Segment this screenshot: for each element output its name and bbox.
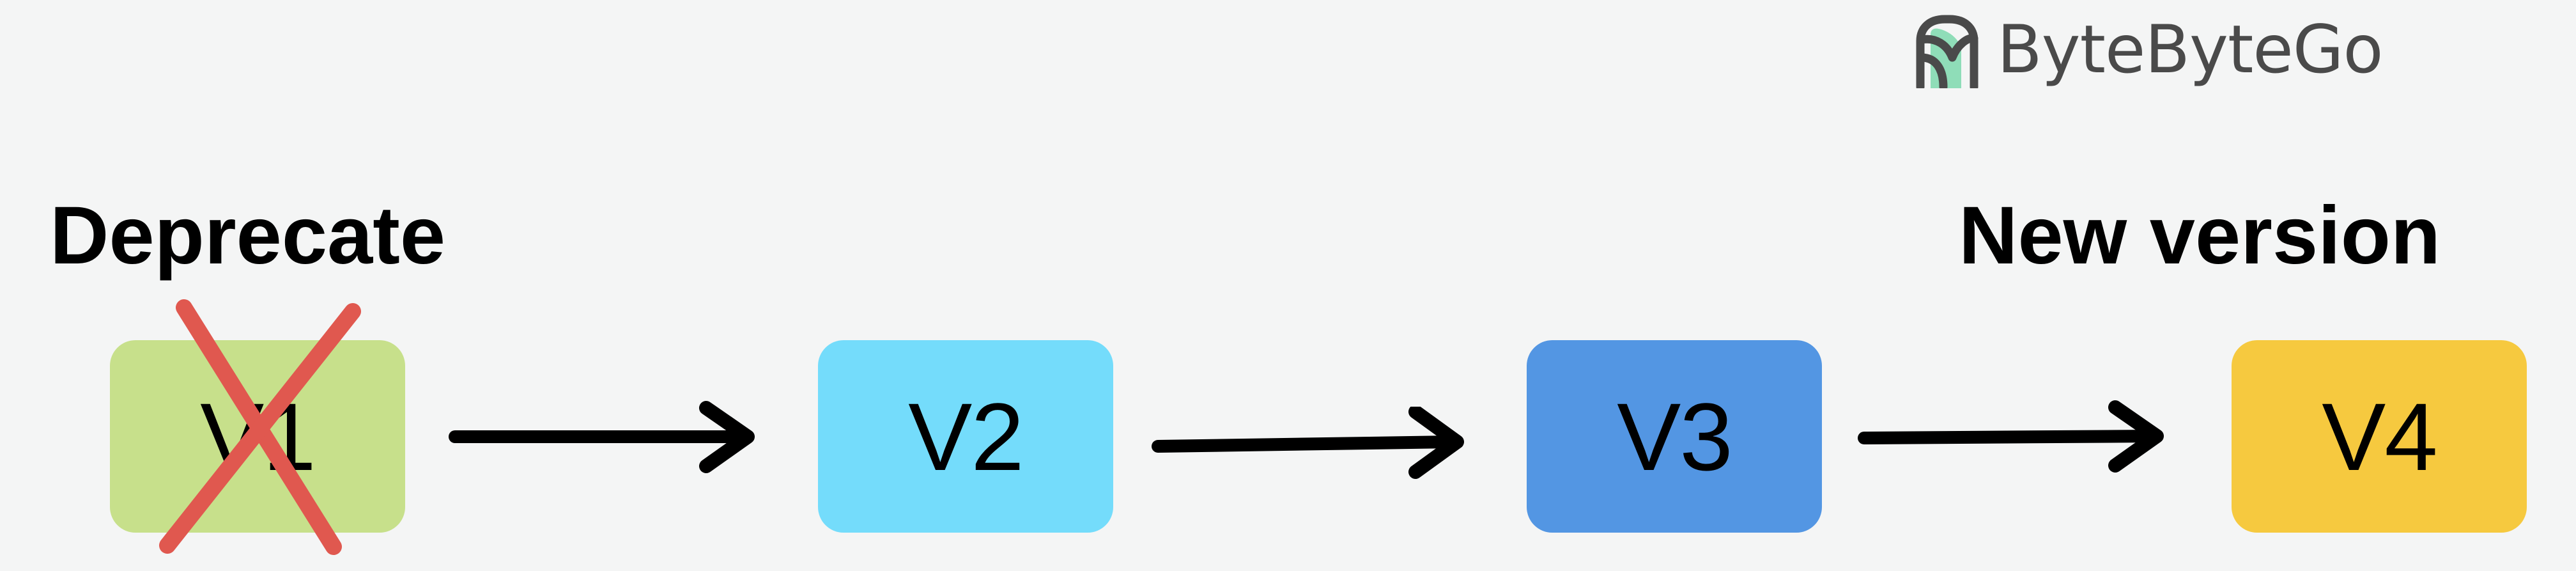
bytebytego-logo: ByteByteGo [1914,12,2559,88]
node-v1-label: V1 [200,382,316,490]
arrow-v2-to-v3 [1152,407,1464,479]
node-v4-label: V4 [2322,382,2437,490]
node-v2-label: V2 [908,382,1024,490]
node-v3[interactable]: V3 [1527,340,1822,533]
node-v4[interactable]: V4 [2232,340,2527,533]
bytebytego-logo-icon [1916,15,1978,88]
caption-new-version: New version [1959,190,2441,281]
arrow-v3-to-v4 [1858,400,2164,473]
node-v1[interactable]: V1 [110,340,405,533]
node-v3-label: V3 [1617,382,1732,490]
arrow-v1-to-v2 [449,401,755,473]
node-v2[interactable]: V2 [818,340,1113,533]
bytebytego-wordmark: ByteByteGo [1997,11,2384,88]
caption-deprecate: Deprecate [50,190,445,281]
